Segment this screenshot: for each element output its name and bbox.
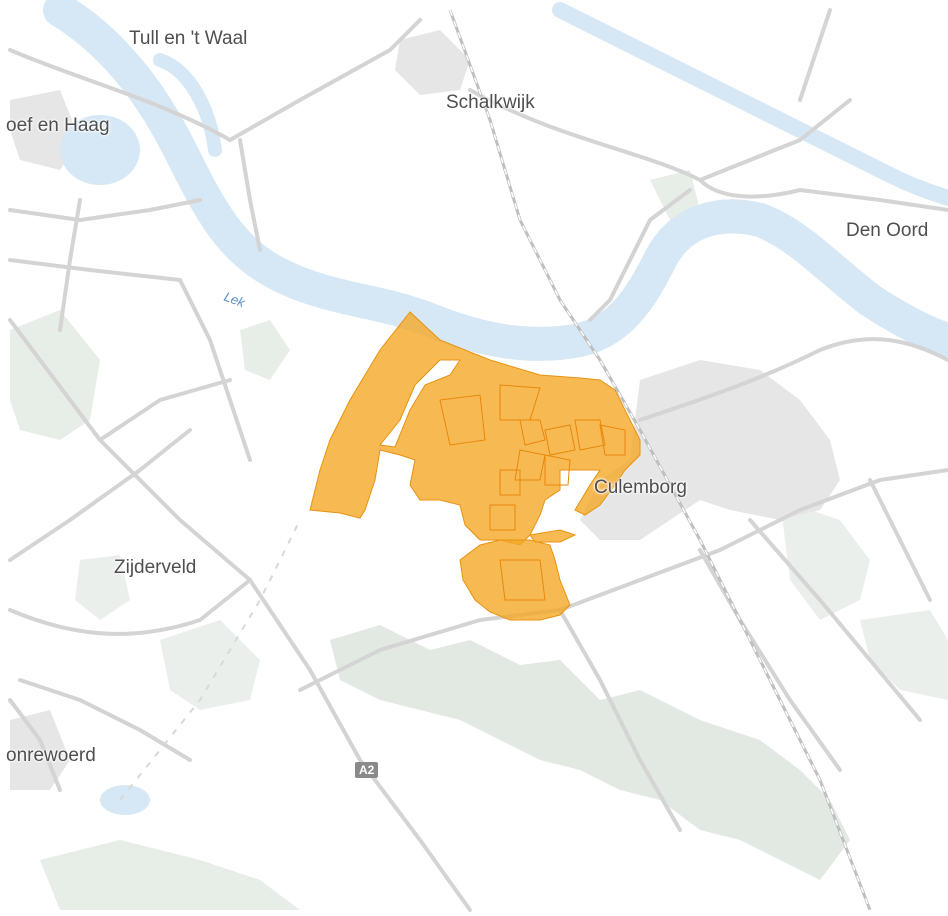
- urban-areas: [10, 30, 840, 790]
- highlight-area[interactable]: [309, 311, 641, 621]
- vegetation-areas: [10, 170, 948, 910]
- place-label-schalkwijk: Schalkwijk: [446, 92, 535, 113]
- place-label-tull: Tull en 't Waal: [129, 28, 248, 49]
- place-label-hoef-en-haag: oef en Haag: [6, 115, 110, 136]
- place-label-everdingen: onrewoerd: [6, 745, 96, 766]
- place-label-den-oord: Den Oord: [846, 220, 929, 241]
- highlight-parcels: [439, 384, 626, 601]
- place-label-zijderveld: Zijderveld: [114, 557, 197, 578]
- lakes: [60, 115, 150, 815]
- road-shield-a2: A2: [355, 762, 379, 778]
- railway-dashes: [449, 9, 871, 911]
- road-network: [8, 8, 948, 912]
- rivers: [43, 0, 948, 361]
- place-label-culemborg: Culemborg: [594, 477, 687, 498]
- minor-rail: [119, 519, 301, 801]
